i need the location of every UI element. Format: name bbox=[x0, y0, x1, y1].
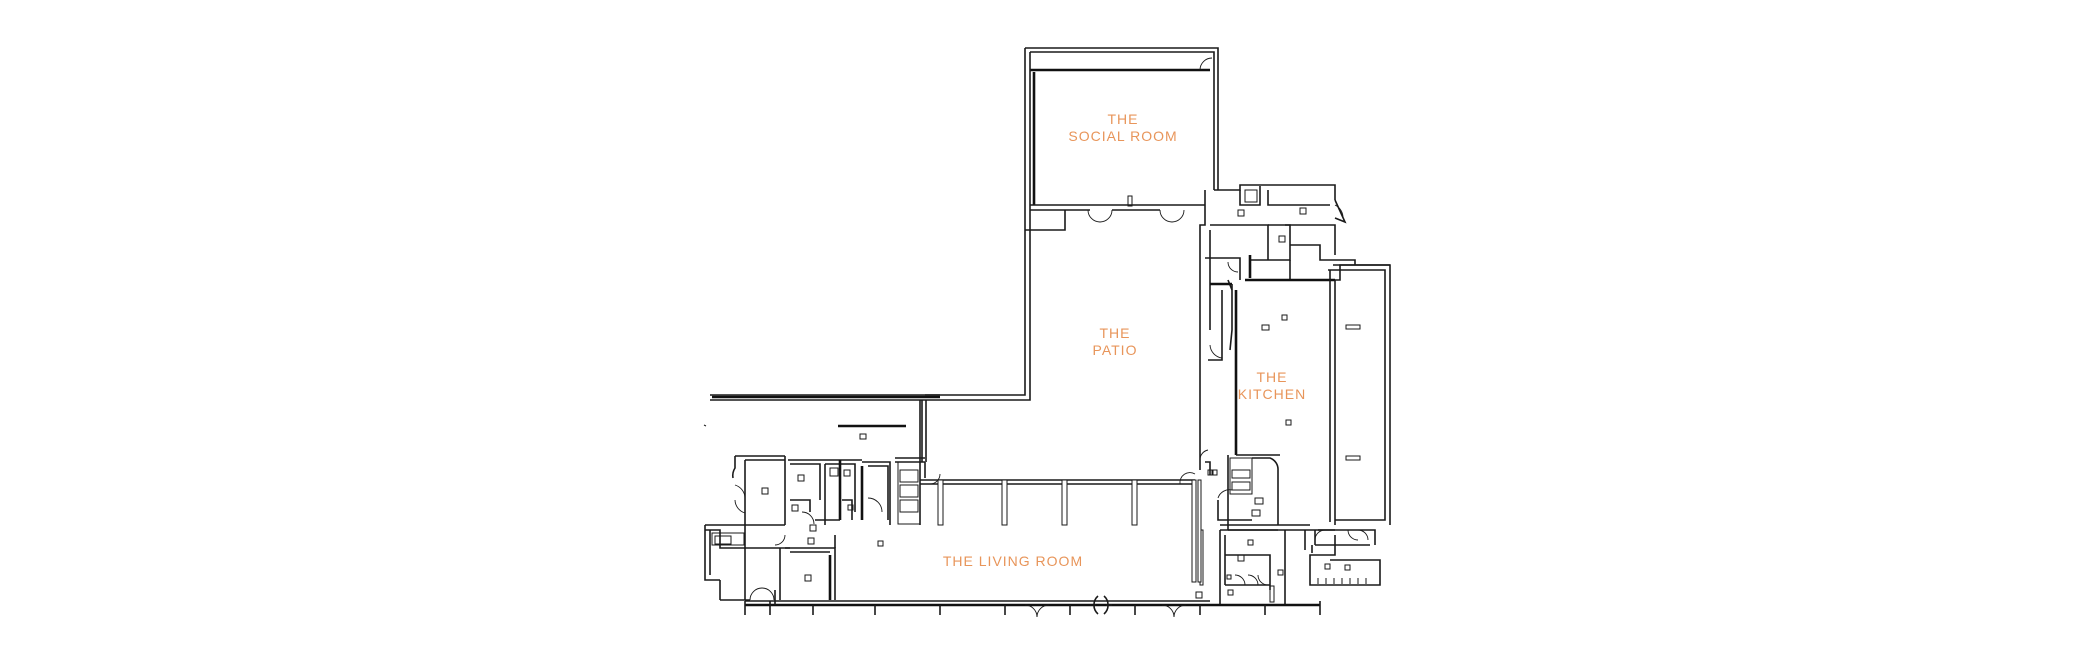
living-room-label: THE LIVING ROOM bbox=[943, 553, 1083, 569]
kitchen-label-line2: KITCHEN bbox=[1238, 386, 1306, 402]
room-labels: THE SOCIAL ROOM THE PATIO THE KITCHEN TH… bbox=[943, 111, 1306, 569]
east-restrooms bbox=[1219, 524, 1381, 606]
kitchen-label-line1: THE bbox=[1257, 369, 1288, 385]
patio-walls bbox=[703, 225, 1031, 462]
west-service-walls bbox=[704, 400, 926, 615]
patio-label-line1: THE bbox=[1100, 325, 1131, 341]
patio-label-line2: PATIO bbox=[1093, 342, 1138, 358]
social-room-label-line2: SOCIAL ROOM bbox=[1068, 128, 1177, 144]
social-room-label-line1: THE bbox=[1108, 111, 1139, 127]
kitchen-walls bbox=[1199, 184, 1391, 586]
living-room-walls bbox=[745, 469, 1321, 618]
social-room-walls bbox=[1024, 47, 1219, 231]
